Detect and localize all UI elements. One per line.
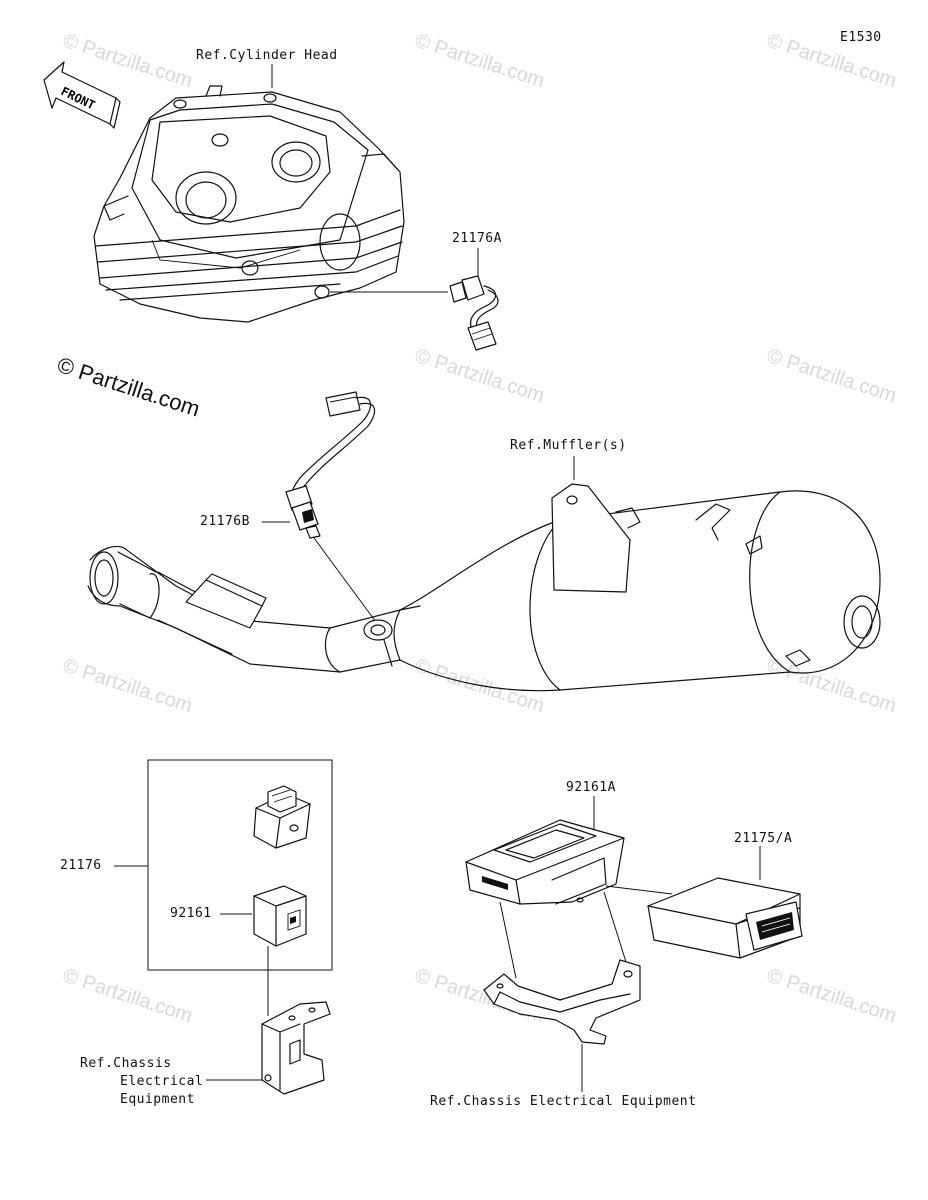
label-cylinder-head: Ref.Cylinder Head bbox=[196, 48, 338, 63]
connector-21176 bbox=[253, 785, 311, 849]
label-21176A: 21176A bbox=[452, 231, 502, 246]
label-chassis-left-1: Ref.Chassis bbox=[80, 1056, 172, 1071]
label-92161A: 92161A bbox=[566, 780, 616, 795]
label-chassis-left-3: Equipment bbox=[120, 1092, 195, 1107]
exhaust-pipe bbox=[87, 545, 421, 673]
label-92161: 92161 bbox=[170, 906, 212, 921]
label-chassis-bottom: Ref.Chassis Electrical Equipment bbox=[430, 1094, 697, 1109]
connector-92161 bbox=[253, 885, 307, 947]
front-arrow-icon: FRONT bbox=[43, 61, 121, 129]
label-chassis-left-2: Electrical bbox=[120, 1074, 204, 1089]
cylinder-head bbox=[93, 85, 405, 323]
chassis-bracket-bottom bbox=[483, 959, 641, 1045]
label-21176: 21176 bbox=[60, 858, 102, 873]
sensor-21176B bbox=[285, 391, 376, 539]
sensor-21176A bbox=[449, 275, 499, 351]
muffler bbox=[393, 483, 881, 692]
ecu-21175A bbox=[647, 877, 803, 959]
ecu-case-92161A bbox=[465, 819, 625, 905]
diagram-code: E1530 bbox=[840, 30, 882, 45]
label-21176B: 21176B bbox=[200, 514, 250, 529]
label-21175A: 21175/A bbox=[734, 831, 793, 846]
label-muffler: Ref.Muffler(s) bbox=[510, 438, 627, 453]
chassis-bracket-left bbox=[261, 1001, 331, 1095]
